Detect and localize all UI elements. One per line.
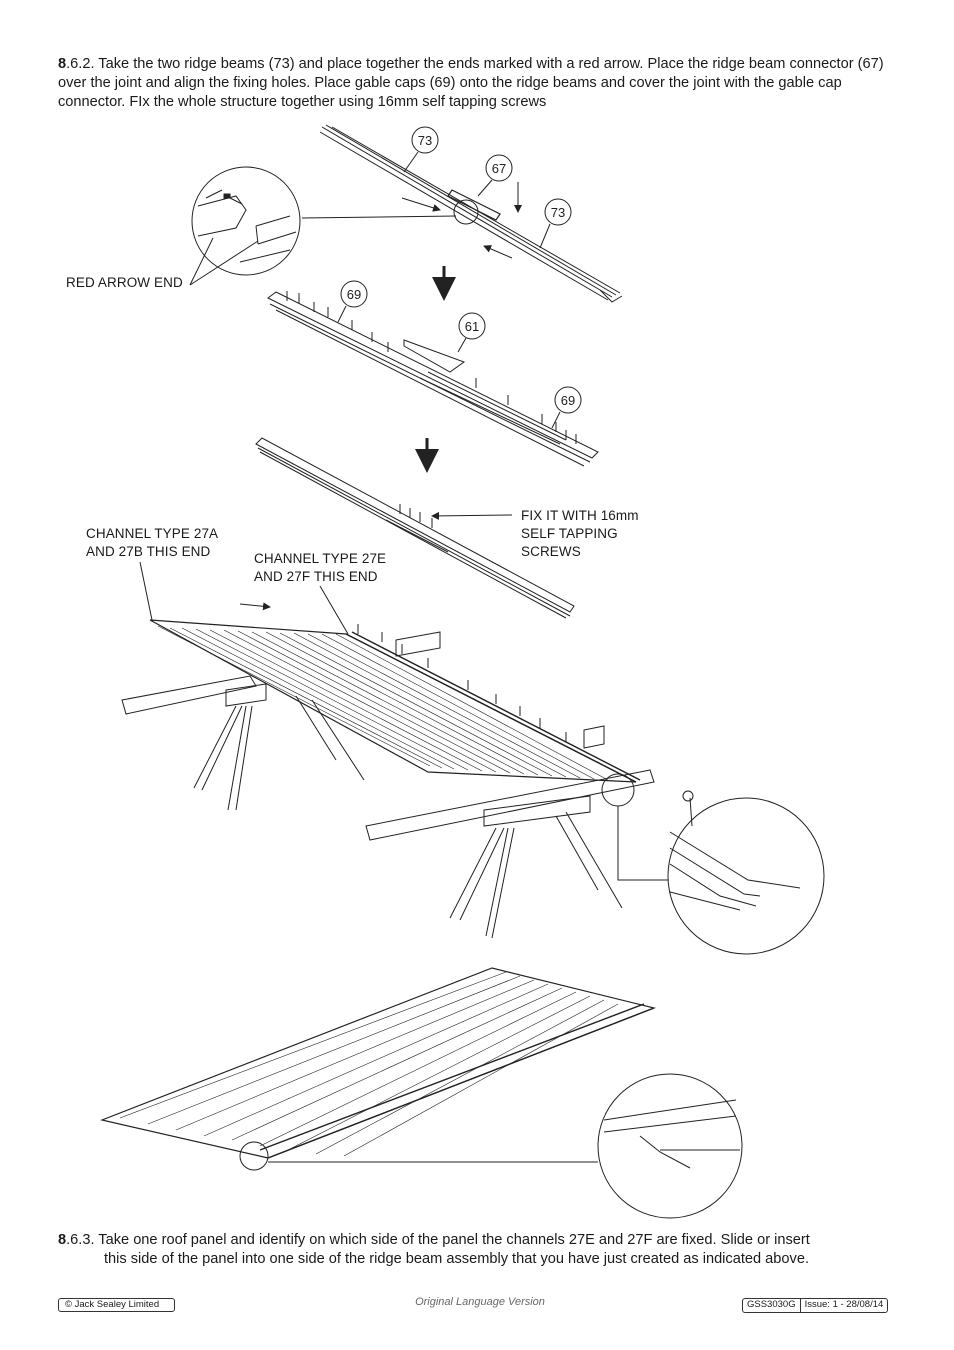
detail-red-arrow-end <box>191 166 301 276</box>
instruction-step-8-6-3: 8.6.3. Take one roof panel and identify … <box>58 1231 908 1269</box>
step-text-continued: this side of the panel into one side of … <box>104 1251 809 1267</box>
callout-69-left: 69 <box>337 280 368 323</box>
svg-text:61: 61 <box>465 319 479 334</box>
assembled-ridge-drawing <box>255 437 575 619</box>
footer-copyright: © Jack Sealey Limited <box>58 1298 175 1312</box>
svg-text:73: 73 <box>418 133 432 148</box>
svg-text:69: 69 <box>347 287 361 302</box>
callout-73-top: 73 <box>403 126 439 173</box>
label-fix-screws: FIX IT WITH 16mm SELF TAPPING SCREWS <box>521 507 639 561</box>
gable-cap-drawing <box>267 291 599 467</box>
roof-panel-bottom <box>99 967 656 1159</box>
instruction-step-8-6-2: 8.6.2. Take the two ridge beams (73) and… <box>58 55 908 112</box>
label-red-arrow-end: RED ARROW END <box>66 275 183 290</box>
label-channel-e-line-1: CHANNEL TYPE 27E <box>254 551 387 566</box>
step-text-lead: .6.3. Take one roof panel and identify o… <box>66 1232 810 1248</box>
trestle-left <box>121 675 365 811</box>
footer-model: GSS3030G <box>747 1299 796 1310</box>
svg-text:69: 69 <box>561 393 575 408</box>
label-fix-line-3: SCREWS <box>521 544 581 559</box>
svg-text:73: 73 <box>551 205 565 220</box>
step-text: .6.2. Take the two ridge beams (73) and … <box>58 56 884 110</box>
detail-channel-fixing <box>667 790 825 955</box>
ridge-beam-drawing <box>319 124 623 303</box>
screws-middle <box>399 504 433 528</box>
label-channel-a-line-2: AND 27B THIS END <box>86 544 211 559</box>
step-number: 8 <box>58 1232 67 1248</box>
label-fix-line-2: SELF TAPPING <box>521 526 618 541</box>
roof-panel-drawing <box>149 619 641 783</box>
label-channel-27a-27b: CHANNEL TYPE 27A AND 27B THIS END <box>86 525 218 561</box>
callout-73-right: 73 <box>539 198 572 249</box>
svg-text:67: 67 <box>492 161 506 176</box>
footer-issue: Issue: 1 - 28/08/14 <box>799 1299 888 1312</box>
label-channel-27e-27f: CHANNEL TYPE 27E AND 27F THIS END <box>254 550 386 586</box>
callout-67: 67 <box>477 154 513 197</box>
callout-69-right: 69 <box>551 386 582 429</box>
trestle-right <box>365 769 655 939</box>
footer-language-version: Original Language Version <box>415 1296 545 1308</box>
step-number: 8 <box>58 56 67 72</box>
footer-doc-info: GSS3030G Issue: 1 - 28/08/14 <box>742 1298 889 1313</box>
callout-61: 61 <box>457 312 486 353</box>
label-channel-a-line-1: CHANNEL TYPE 27A <box>86 526 219 541</box>
label-fix-line-1: FIX IT WITH 16mm <box>521 508 639 523</box>
screws-upper <box>286 291 577 444</box>
detail-ridge-joint <box>597 1073 743 1219</box>
screws-lower <box>357 624 567 742</box>
label-channel-e-line-2: AND 27F THIS END <box>254 569 378 584</box>
